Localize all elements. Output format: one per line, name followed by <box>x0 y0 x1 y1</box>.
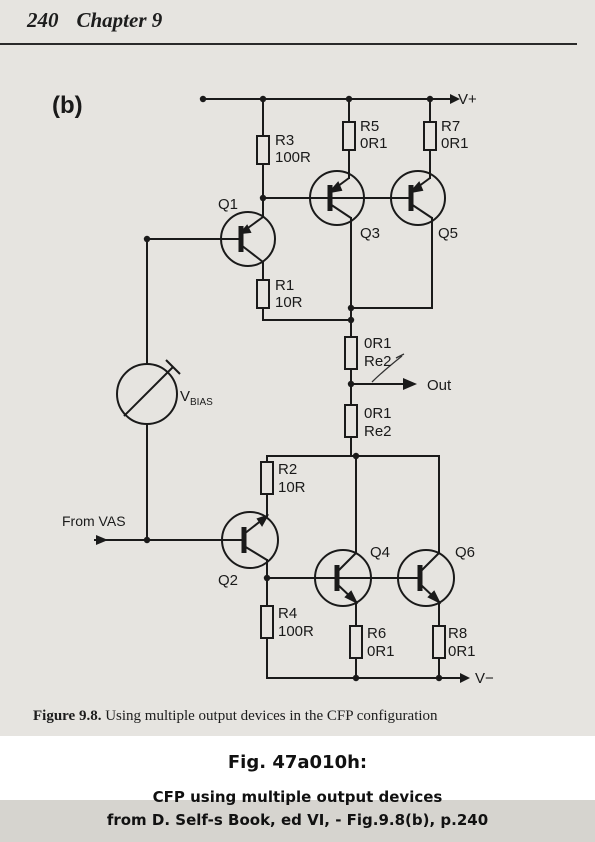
resistor-r8 <box>432 625 446 659</box>
transistor-q3 <box>309 170 365 226</box>
label-re2a-name: Re2 <box>364 353 392 370</box>
label-r6-value: 0R1 <box>367 643 395 660</box>
label-r8-value: 0R1 <box>448 643 476 660</box>
resistor-r6 <box>349 625 363 659</box>
label-r1-value: 10R <box>275 294 303 311</box>
label-r2-value: 10R <box>278 479 306 496</box>
resistor-re2-upper <box>344 336 358 370</box>
label-q3: Q3 <box>360 225 380 242</box>
resistor-re2-lower <box>344 404 358 438</box>
label-from-vas: From VAS <box>62 513 126 529</box>
label-out: Out <box>427 377 452 394</box>
panel-label: (b) <box>52 92 83 119</box>
label-vbias-sub: BIAS <box>190 397 213 408</box>
label-q5: Q5 <box>438 225 458 242</box>
label-r5-value: 0R1 <box>360 135 388 152</box>
label-re2a-value: 0R1 <box>364 335 392 352</box>
label-r4-value: 100R <box>278 623 314 640</box>
label-re2b-name: Re2 <box>364 423 392 440</box>
footer-source: from D. Self-s Book, ed VI, - Fig.9.8(b)… <box>106 811 489 829</box>
transistor-q2 <box>221 511 279 569</box>
handwritten-mark <box>371 353 405 383</box>
resistor-r5 <box>342 121 356 151</box>
resistor-r7 <box>423 121 437 151</box>
footer-figure-id: Fig. 47a010h: <box>227 752 368 773</box>
header-rule <box>0 43 577 45</box>
label-vbias-v: V <box>180 388 190 405</box>
caption-text: Using multiple output devices in the CFP… <box>105 708 438 724</box>
label-q1: Q1 <box>218 196 238 213</box>
label-r8-name: R8 <box>448 625 467 642</box>
junction-dots <box>143 95 443 682</box>
vminus-arrow <box>460 673 470 683</box>
label-vbias: VBIAS <box>180 388 213 408</box>
transistor-q4 <box>314 549 372 607</box>
figure-caption: Figure 9.8. Using multiple output device… <box>33 708 438 725</box>
from-vas-arrow <box>96 535 108 545</box>
label-r5-name: R5 <box>360 118 379 135</box>
resistor-r4 <box>260 605 274 639</box>
label-r2-name: R2 <box>278 461 297 478</box>
transistor-q1 <box>220 211 276 267</box>
label-r4-name: R4 <box>278 605 297 622</box>
label-vminus: V− <box>475 670 494 687</box>
label-r1-name: R1 <box>275 277 294 294</box>
transistor-q6 <box>397 549 455 607</box>
caption-figure-label: Figure 9.8. <box>33 708 102 724</box>
chapter-title: Chapter 9 <box>76 8 163 32</box>
label-r3-name: R3 <box>275 132 294 149</box>
transistor-q5 <box>390 170 446 226</box>
caption-band <box>0 800 595 842</box>
page-header: 240 Chapter 9 <box>27 8 162 33</box>
resistor-r2 <box>260 461 274 495</box>
resistor-r3 <box>256 135 270 165</box>
page-number: 240 <box>27 8 59 32</box>
vplus-arrow <box>450 94 460 104</box>
label-q6: Q6 <box>455 544 475 561</box>
resistor-r1 <box>256 279 270 309</box>
footer-description: CFP using multiple output devices <box>152 788 443 806</box>
label-q4: Q4 <box>370 544 390 561</box>
vbias-source-symbol <box>116 359 181 425</box>
circuit-schematic: V+ V− Out From VAS VBIAS Q1 Q3 Q5 Q2 Q4 … <box>62 91 494 687</box>
label-re2b-value: 0R1 <box>364 405 392 422</box>
label-r3-value: 100R <box>275 149 311 166</box>
label-vplus: V+ <box>458 91 477 108</box>
scanned-page <box>0 0 595 736</box>
label-q2: Q2 <box>218 572 238 589</box>
out-arrow <box>403 378 417 390</box>
label-r7-name: R7 <box>441 118 460 135</box>
label-r7-value: 0R1 <box>441 135 469 152</box>
label-r6-name: R6 <box>367 625 386 642</box>
